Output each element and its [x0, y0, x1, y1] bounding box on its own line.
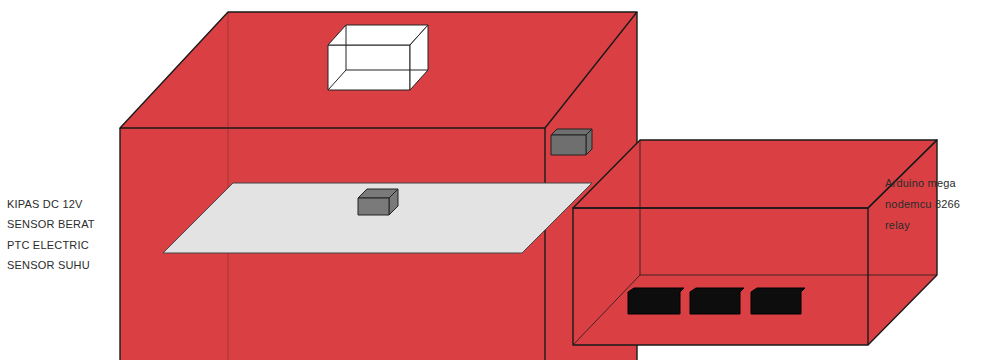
housing-top: [120, 12, 637, 128]
component-label: SENSOR SUHU: [7, 258, 90, 272]
weighing-plate: [163, 183, 592, 253]
component-label: KIPAS DC 12V: [7, 197, 83, 211]
housing-hidden-edge: [228, 12, 229, 360]
sensor-box: [358, 189, 398, 215]
controller-label: Arduino mega: [885, 176, 956, 190]
controller-label: nodemcu 8266: [885, 197, 960, 211]
housing-fill: [120, 12, 637, 360]
controller-label: relay: [885, 218, 910, 232]
port-block: [628, 288, 805, 314]
control-box: [573, 140, 937, 345]
housing-edge: [119, 128, 120, 360]
component-label: SENSOR BERAT: [7, 217, 95, 231]
side-sensor-box: [551, 129, 592, 155]
top-window-box: [328, 25, 428, 90]
component-label: PTC ELECTRIC: [7, 238, 89, 252]
housing-edge: [544, 128, 545, 360]
